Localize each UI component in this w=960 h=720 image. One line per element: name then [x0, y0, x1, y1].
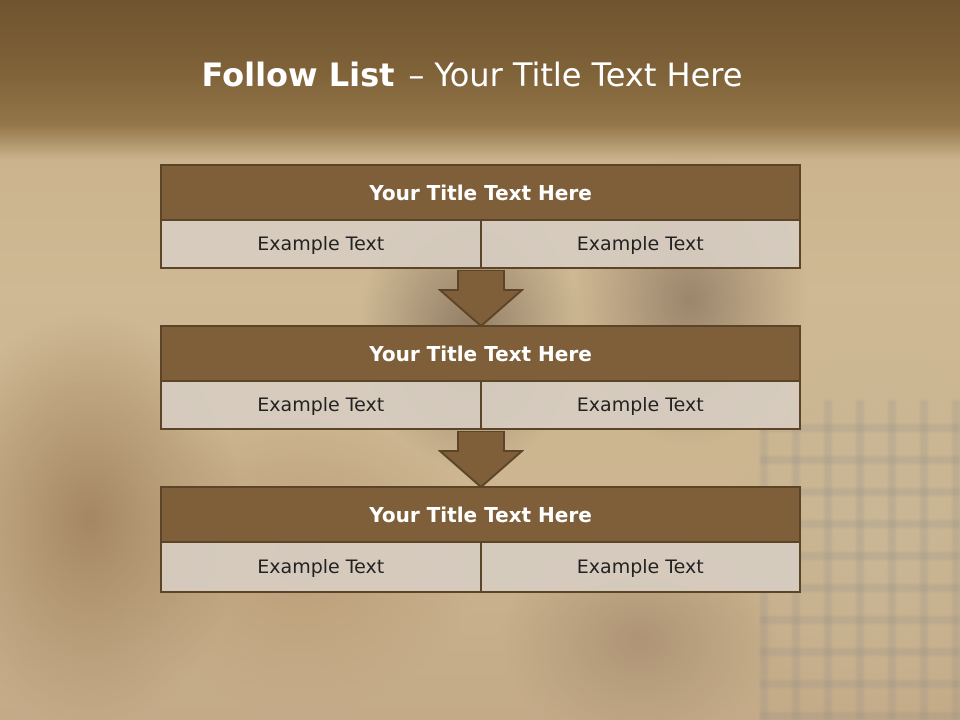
block-row: Example Text Example Text [160, 543, 801, 593]
block-cell-right[interactable]: Example Text [481, 382, 801, 430]
block-cell-left[interactable]: Example Text [160, 221, 482, 269]
title-band [0, 0, 960, 160]
list-block-1[interactable]: Your Title Text Here Example Text Exampl… [160, 164, 801, 269]
slide-title[interactable]: Follow List–Your Title Text Here [0, 56, 944, 94]
down-arrow-icon [438, 270, 524, 328]
slide-title-bold: Follow List [201, 56, 395, 94]
block-title[interactable]: Your Title Text Here [160, 486, 801, 543]
list-block-3[interactable]: Your Title Text Here Example Text Exampl… [160, 486, 801, 593]
block-row: Example Text Example Text [160, 382, 801, 430]
block-title[interactable]: Your Title Text Here [160, 325, 801, 382]
block-row: Example Text Example Text [160, 221, 801, 269]
list-block-2[interactable]: Your Title Text Here Example Text Exampl… [160, 325, 801, 430]
block-cell-right[interactable]: Example Text [481, 543, 801, 593]
block-title[interactable]: Your Title Text Here [160, 164, 801, 221]
slide-title-separator: – [408, 56, 425, 94]
slide-title-rest: Your Title Text Here [434, 56, 743, 94]
block-cell-left[interactable]: Example Text [160, 382, 482, 430]
down-arrow-icon [438, 431, 524, 489]
block-cell-right[interactable]: Example Text [481, 221, 801, 269]
block-cell-left[interactable]: Example Text [160, 543, 482, 593]
